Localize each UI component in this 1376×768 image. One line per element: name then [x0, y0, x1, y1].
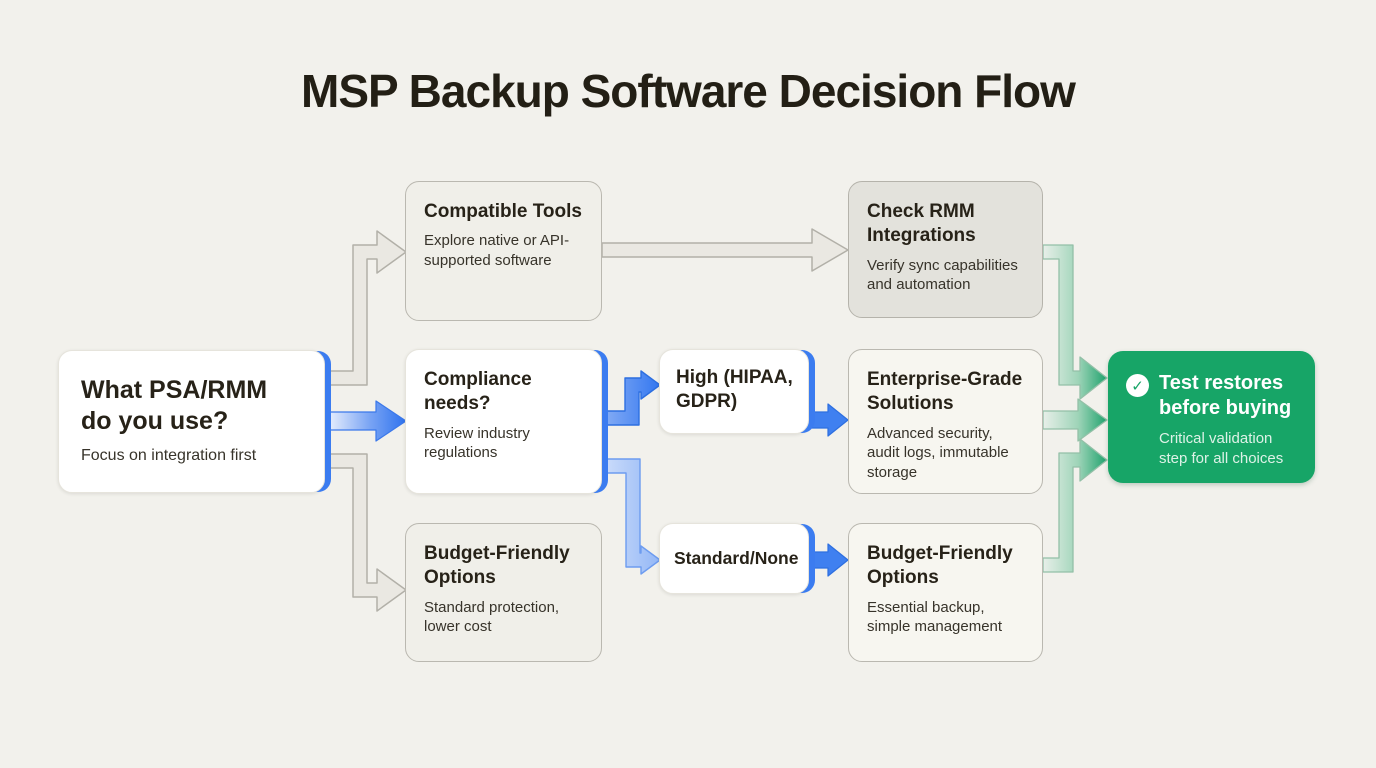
node-subtitle: Essential backup, simple management [867, 598, 1003, 636]
node-subtitle: Focus on integration first [81, 447, 257, 464]
node-subtitle: Review industry regulations [424, 424, 530, 462]
arrow-root-to-budget-mid [325, 453, 407, 612]
arrow-enterprise-to-final [1042, 398, 1108, 442]
node-title: Compliance needs? [424, 369, 532, 415]
node-title: What PSA/RMM do you use? [81, 376, 268, 435]
arrow-standard-to-budget-right [811, 543, 849, 577]
arrow-compliance-to-standard [602, 458, 661, 575]
node-subtitle: Critical validation step for all choices [1159, 430, 1284, 467]
node-budget-friendly-right: Budget-Friendly Options Essential backup… [848, 523, 1043, 662]
node-subtitle: Explore native or API-supported software [424, 232, 570, 270]
node-subtitle: Advanced security, audit logs, immutable… [867, 424, 1009, 482]
arrow-check-rmm-to-final [1042, 244, 1108, 400]
node-title: Check RMM Integrations [867, 201, 976, 247]
node-title: Enterprise-Grade Solutions [867, 369, 1023, 415]
arrow-root-to-compliance [325, 400, 407, 442]
node-standard-none: Standard/None [659, 523, 809, 594]
node-check-rmm-integrations: Check RMM Integrations Verify sync capab… [848, 181, 1043, 318]
node-subtitle: Standard protection, lower cost [424, 598, 560, 636]
node-title: Budget-Friendly Options [867, 543, 1013, 589]
node-subtitle: Verify sync capabilities and automation [867, 256, 1018, 294]
node-test-restores: ✓ Test restores before buying Critical v… [1108, 351, 1315, 483]
node-enterprise-grade: Enterprise-Grade Solutions Advanced secu… [848, 349, 1043, 494]
node-compatible-tools: Compatible Tools Explore native or API-s… [405, 181, 602, 321]
node-budget-friendly-mid: Budget-Friendly Options Standard protect… [405, 523, 602, 662]
arrow-budget-right-to-final [1042, 438, 1108, 573]
node-root-question: What PSA/RMM do you use? Focus on integr… [58, 350, 325, 493]
page-title: MSP Backup Software Decision Flow [301, 65, 1076, 117]
node-title: Compatible Tools [424, 201, 582, 222]
node-title: High (HIPAA, GDPR) [676, 367, 793, 413]
node-title: Standard/None [674, 548, 799, 569]
node-compliance-needs: Compliance needs? Review industry regula… [405, 349, 602, 494]
arrow-root-to-compatible [325, 230, 407, 386]
arrow-compliance-to-high [602, 370, 661, 426]
check-circle-icon: ✓ [1126, 374, 1149, 397]
arrow-high-to-enterprise [811, 403, 849, 437]
node-title: Test restores before buying [1159, 372, 1292, 419]
node-title: Budget-Friendly Options [424, 543, 570, 589]
node-high-compliance: High (HIPAA, GDPR) [659, 349, 809, 434]
arrow-compatible-to-check-rmm [601, 228, 849, 272]
